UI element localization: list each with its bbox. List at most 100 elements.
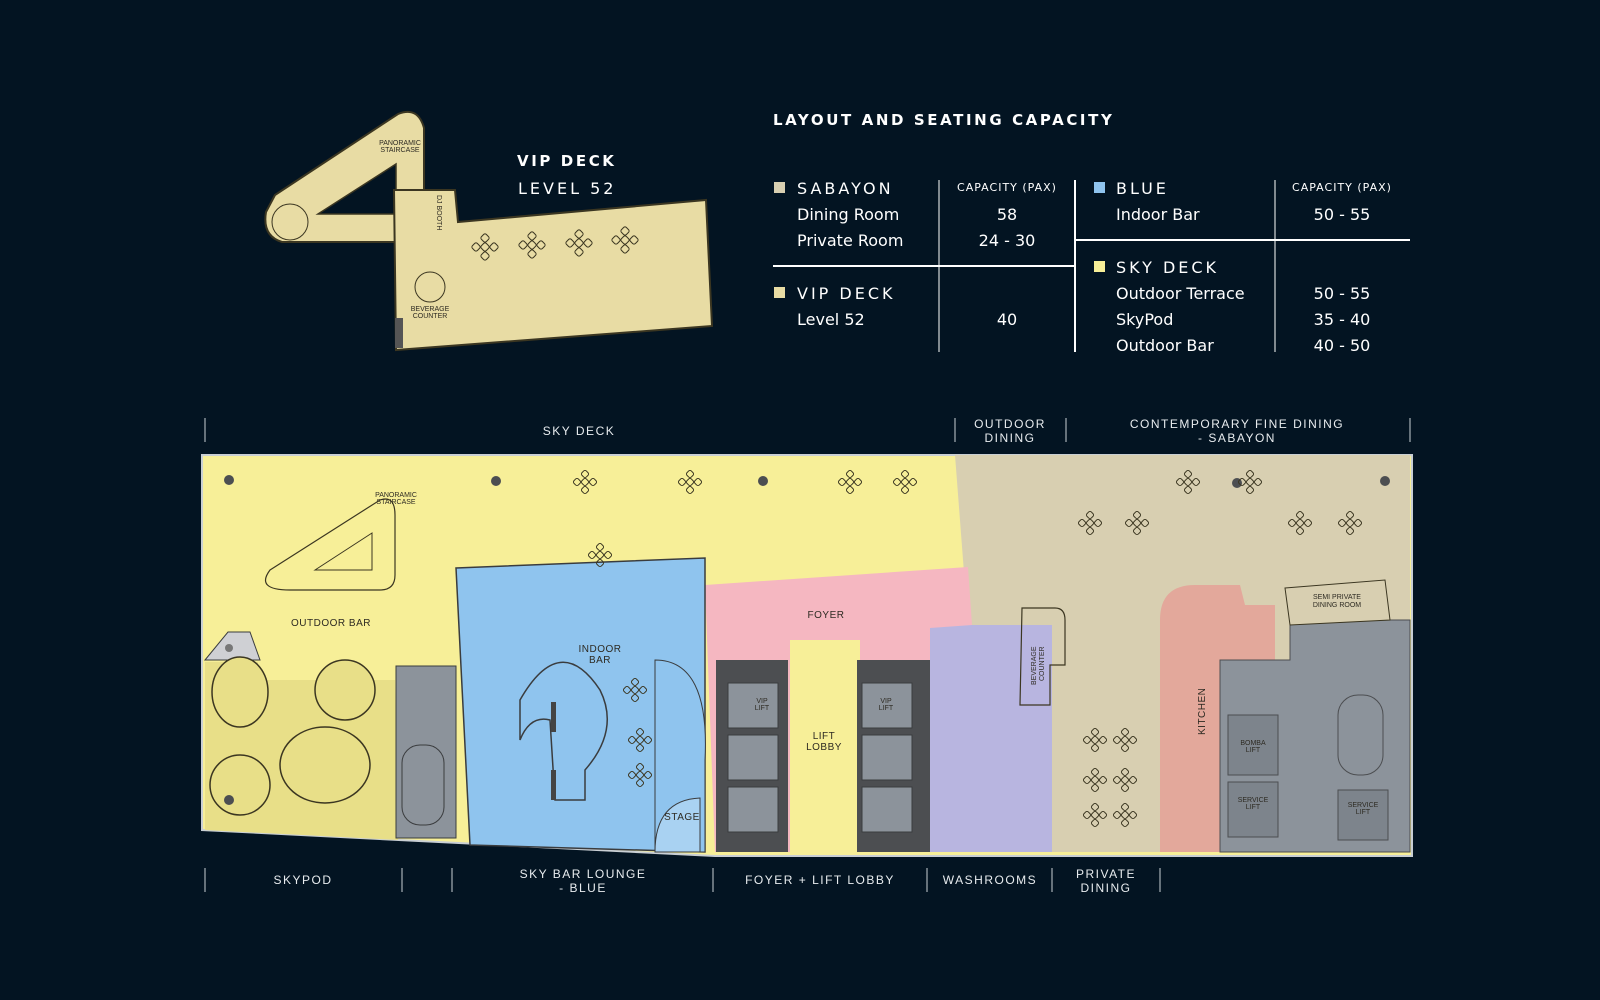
table-cluster [677, 477, 687, 487]
table-cluster [837, 477, 847, 487]
room-vip-lift-b-2: LIFT [879, 705, 894, 712]
blue-row-value: 50 - 55 [1314, 205, 1371, 224]
sky-row-label: Outdoor Bar [1116, 336, 1214, 355]
blue-swatch [1094, 182, 1105, 193]
capacity-table: LAYOUT AND SEATING CAPACITY SABAYON CAPA… [773, 111, 1410, 355]
table-cluster [1077, 518, 1087, 528]
room-service-lift-2: LIFT [1246, 804, 1261, 811]
room-bomba-lift-2: LIFT [1246, 747, 1261, 754]
vip-deck-heading: VIP DECK [797, 284, 896, 303]
table-cluster [587, 550, 597, 560]
sky-deck-swatch [1094, 261, 1105, 272]
table-cluster [1132, 518, 1142, 528]
table-cluster [595, 558, 605, 568]
table-cluster [471, 242, 481, 252]
vip-beverage-label-2: COUNTER [413, 313, 448, 320]
table-cluster [845, 469, 855, 479]
zone-skypod: SKYPOD [273, 873, 332, 887]
table-cluster [1120, 783, 1130, 793]
zone-outdoor-dining: OUTDOOR [974, 417, 1046, 431]
table-cluster [1090, 735, 1100, 745]
room-foyer: FOYER [808, 610, 845, 621]
room-labels: PANORAMIC STAIRCASE OUTDOOR BAR INDOOR B… [291, 492, 1379, 823]
table-cluster [1140, 518, 1150, 528]
table-cluster [1082, 735, 1092, 745]
table-cluster [643, 735, 653, 745]
table-cluster [627, 770, 637, 780]
table-cluster [1245, 477, 1255, 487]
zone-private-dining: PRIVATE [1076, 867, 1136, 881]
table-cluster [1112, 775, 1122, 785]
table-cluster [900, 469, 910, 479]
table-cluster [1090, 767, 1100, 777]
main-floor-plan [201, 454, 1413, 857]
table-cluster [480, 251, 490, 261]
table-cluster [629, 235, 639, 245]
room-service-lift-b: SERVICE [1348, 802, 1379, 809]
room-vip-lift-b: VIP [880, 698, 892, 705]
table-cluster [1253, 477, 1263, 487]
room-semi-private-2: DINING ROOM [1313, 602, 1361, 609]
capacity-table-title: LAYOUT AND SEATING CAPACITY [773, 111, 1114, 129]
table-cluster [527, 249, 537, 259]
table-cluster [630, 693, 640, 703]
table-cluster [908, 477, 918, 487]
capacity-header: CAPACITY (PAX) [957, 181, 1057, 194]
room-service-lift: SERVICE [1238, 797, 1269, 804]
room-beverage-counter-2: COUNTER [1039, 646, 1046, 681]
table-cluster [630, 685, 640, 695]
vip-row-value: 40 [997, 310, 1017, 329]
sky-row-label: Outdoor Terrace [1116, 284, 1245, 303]
zone-washrooms: WASHROOMS [943, 873, 1037, 887]
table-cluster [518, 240, 528, 250]
room-stage: STAGE [664, 812, 700, 823]
table-cluster [1090, 727, 1100, 737]
table-cluster [1093, 518, 1103, 528]
table-cluster [845, 477, 855, 487]
vip-deck-level: LEVEL 52 [518, 179, 616, 198]
room-service-lift-b-2: LIFT [1356, 809, 1371, 816]
table-cluster [580, 477, 590, 487]
table-cluster [565, 238, 575, 248]
table-cluster [536, 240, 546, 250]
table-cluster [1120, 802, 1130, 812]
table-cluster [527, 240, 537, 250]
table-cluster [1345, 526, 1355, 536]
table-cluster [1183, 477, 1193, 487]
table-cluster [1085, 518, 1095, 528]
room-beverage-counter: BEVERAGE [1031, 646, 1038, 685]
table-cluster [1245, 469, 1255, 479]
table-cluster [1353, 518, 1363, 528]
zone-sky-deck: SKY DECK [543, 424, 615, 438]
table-cluster [1132, 510, 1142, 520]
table-cluster [1090, 783, 1100, 793]
table-cluster [900, 477, 910, 487]
top-zone-labels [204, 418, 1411, 442]
capacity-header-2: CAPACITY (PAX) [1292, 181, 1392, 194]
zone-sky-bar-lounge: SKY BAR LOUNGE [520, 867, 647, 881]
table-cluster [1085, 526, 1095, 536]
table-cluster [1175, 477, 1185, 487]
table-cluster [1098, 775, 1108, 785]
table-cluster [1191, 477, 1201, 487]
table-cluster [580, 485, 590, 495]
table-cluster [622, 685, 632, 695]
table-cluster [1090, 775, 1100, 785]
table-cluster [693, 477, 703, 487]
stair-core [395, 665, 457, 839]
table-cluster [1082, 775, 1092, 785]
table-cluster [1120, 743, 1130, 753]
room-vip-lift: VIP [756, 698, 768, 705]
bottom-zone-dividers [204, 868, 1161, 892]
table-cluster [574, 229, 584, 239]
table-cluster [1120, 775, 1130, 785]
table-cluster [1090, 802, 1100, 812]
table-cluster [685, 477, 695, 487]
table-cluster [480, 233, 490, 243]
table-cluster [1295, 526, 1305, 536]
sky-deck-heading: SKY DECK [1116, 258, 1219, 277]
table-cluster [603, 550, 613, 560]
table-cluster [635, 762, 645, 772]
zone-sabayon-2: - SABAYON [1198, 431, 1276, 445]
table-cluster [1295, 518, 1305, 528]
